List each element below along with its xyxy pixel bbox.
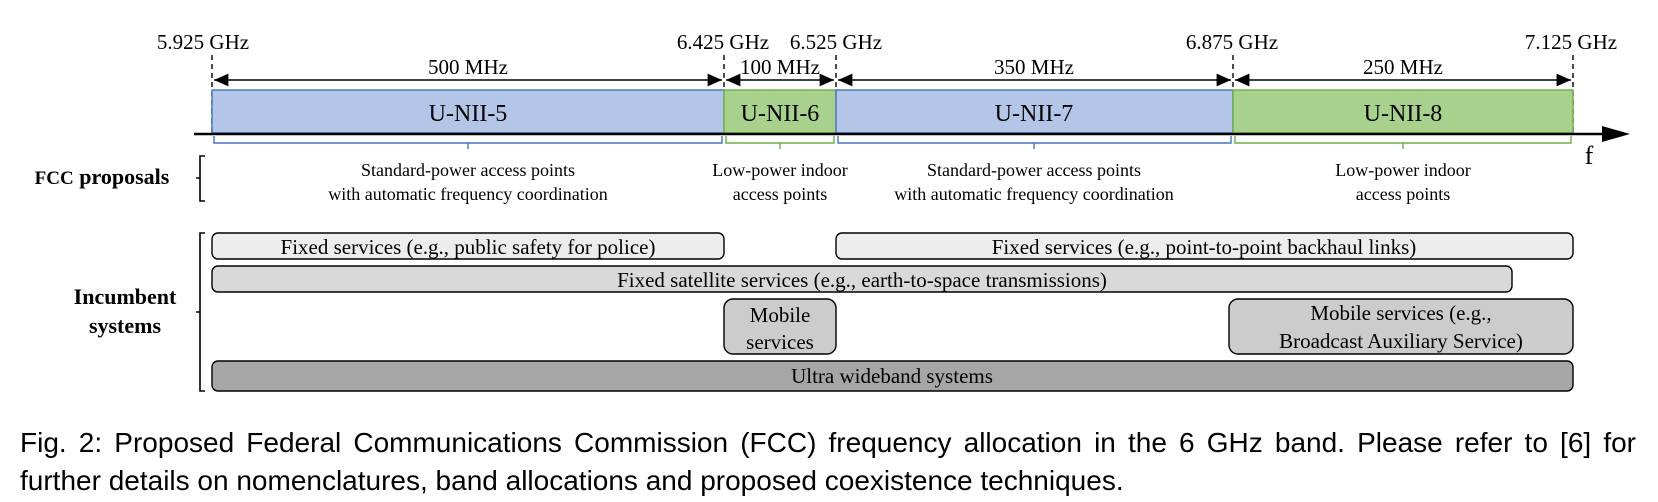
proposal-unii8-line2: access points: [1356, 184, 1450, 204]
proposal-unii8-line1: Low-power indoor: [1335, 160, 1470, 180]
band-blocks: U-NII-5 U-NII-6 U-NII-7 U-NII-8: [211, 89, 1574, 134]
axis-arrowhead-icon: [1602, 126, 1630, 142]
frequency-markers: 5.925 GHz 6.425 GHz 6.525 GHz 6.875 GHz …: [157, 30, 1617, 54]
figure-caption: Fig. 2: Proposed Federal Communications …: [20, 427, 1636, 496]
incumbent-label-line2: systems: [89, 313, 162, 338]
service-block-fixed-police: [211, 232, 725, 260]
freq-marker-5925: 5.925 GHz: [157, 30, 249, 54]
service-block-mobile: [723, 298, 837, 355]
bandwidth-label-unii6: 100 MHz: [740, 55, 820, 79]
service-label-mobile-bas-line2: Broadcast Auxiliary Service): [1279, 329, 1523, 353]
incumbent-service-labels: Fixed services (e.g., public safety for …: [281, 235, 1523, 388]
incumbent-services: [211, 232, 1574, 392]
band-label-unii8: U-NII-8: [1364, 101, 1443, 127]
band-label-unii6: U-NII-6: [741, 101, 820, 127]
fcc-proposal-texts: Standard-power access points with automa…: [328, 160, 1470, 204]
proposal-bracket-unii6: [725, 136, 835, 149]
axis-label-f: f: [1585, 141, 1594, 170]
proposal-unii6-line1: Low-power indoor: [712, 160, 847, 180]
band-label-unii7: U-NII-7: [995, 101, 1074, 127]
frequency-allocation-diagram: 5.925 GHz 6.425 GHz 6.525 GHz 6.875 GHz …: [35, 30, 1630, 392]
freq-marker-6875: 6.875 GHz: [1186, 30, 1278, 54]
fcc-proposal-brackets: [213, 136, 1572, 149]
service-label-uwb: Ultra wideband systems: [791, 364, 993, 388]
proposal-unii7-line1: Standard-power access points: [927, 160, 1141, 180]
proposal-unii7-line2: with automatic frequency coordination: [894, 184, 1173, 204]
fcc-label-suffix: proposals: [79, 164, 170, 189]
service-label-mobile-line1: Mobile: [750, 303, 811, 327]
incumbent-left-brace: [196, 232, 205, 392]
service-block-uwb: [211, 360, 1574, 392]
frequency-axis: f: [194, 126, 1630, 170]
freq-marker-7125: 7.125 GHz: [1525, 30, 1617, 54]
bandwidth-label-unii5: 500 MHz: [428, 55, 508, 79]
service-label-fixed-backhaul: Fixed services (e.g., point-to-point bac…: [992, 235, 1417, 259]
bandwidth-label-unii8: 250 MHz: [1363, 55, 1443, 79]
freq-marker-6425: 6.425 GHz: [677, 30, 769, 54]
service-block-fixed-backhaul: [835, 232, 1574, 260]
band-label-unii5: U-NII-5: [429, 101, 508, 127]
service-label-mobile-bas-line1: Mobile services (e.g.,: [1310, 301, 1491, 325]
proposal-unii5-line2: with automatic frequency coordination: [328, 184, 607, 204]
proposal-bracket-unii8: [1234, 136, 1572, 149]
fcc-label-prefix: FCC: [35, 168, 74, 189]
service-block-mobile-bas: [1228, 298, 1574, 355]
fcc-left-brace: [196, 155, 205, 202]
incumbent-label-line1: Incumbent: [74, 284, 177, 309]
proposal-unii5-line1: Standard-power access points: [361, 160, 575, 180]
proposal-bracket-unii7: [837, 136, 1232, 149]
freq-marker-6525: 6.525 GHz: [790, 30, 882, 54]
bandwidth-labels: 500 MHz 100 MHz 350 MHz 250 MHz: [428, 55, 1443, 79]
service-block-fixed-satellite: [211, 265, 1513, 293]
bandwidth-label-unii7: 350 MHz: [994, 55, 1074, 79]
service-label-mobile-line2: services: [746, 330, 814, 354]
proposal-bracket-unii5: [213, 136, 723, 149]
fcc-proposals-label: FCC proposals: [35, 164, 170, 189]
service-label-fixed-police: Fixed services (e.g., public safety for …: [281, 235, 656, 259]
service-label-fixed-satellite: Fixed satellite services (e.g., earth-to…: [617, 268, 1107, 292]
proposal-unii6-line2: access points: [733, 184, 827, 204]
